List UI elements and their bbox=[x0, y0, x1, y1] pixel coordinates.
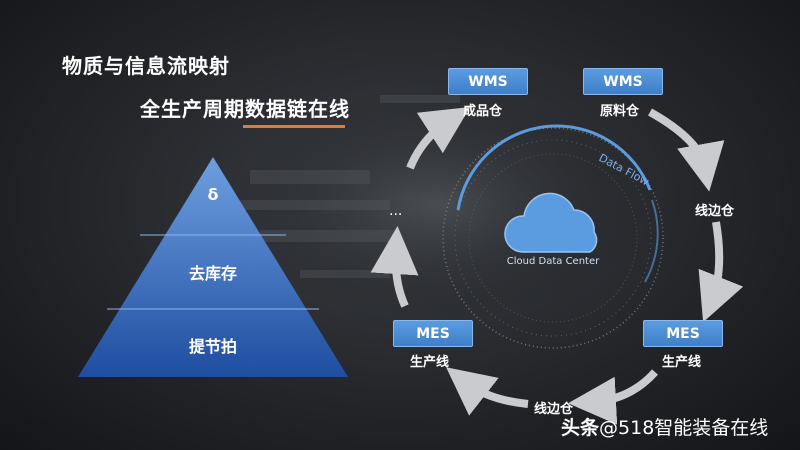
data-flow-arc-lower bbox=[644, 199, 659, 283]
data-flow-label: Data Flow bbox=[597, 151, 652, 188]
pyramid-shape bbox=[78, 157, 348, 377]
data-ring-inner bbox=[468, 153, 638, 323]
watermark-text: @518智能装备在线 bbox=[599, 417, 769, 439]
data-flow-arc bbox=[456, 124, 652, 211]
mes-right-badge: MES bbox=[643, 320, 723, 347]
arrow-lineside-to-mes-left bbox=[446, 367, 529, 416]
data-ring-mid bbox=[454, 139, 652, 337]
pyramid-level-middle: 去库存 bbox=[188, 264, 238, 283]
mes-left-badge: MES bbox=[393, 320, 473, 347]
mes-left-label: 生产线 bbox=[410, 355, 450, 370]
cloud-icon bbox=[504, 192, 598, 253]
wms-raw-label: 原料仓 bbox=[600, 104, 640, 119]
watermark-prefix: 头条 bbox=[561, 417, 600, 439]
mes-right-label: 生产线 bbox=[662, 355, 702, 370]
arrow-lineside-to-mes bbox=[698, 221, 744, 323]
heading-underline bbox=[243, 125, 345, 128]
heading-primary: 物质与信息流映射 bbox=[62, 54, 230, 78]
wms-finished-label: 成品仓 bbox=[463, 104, 503, 119]
data-ring-outer bbox=[442, 127, 664, 349]
pyramid-level-top: δ bbox=[207, 185, 219, 204]
arrow-raw-to-lineside bbox=[648, 108, 725, 192]
line-side-warehouse-right-label: 线边仓 bbox=[695, 204, 735, 219]
wms-finished-badge: WMS bbox=[448, 68, 528, 95]
cloud-data-center-label: Cloud Data Center bbox=[507, 256, 600, 267]
arrow-mes-to-ellipsis bbox=[370, 226, 419, 308]
line-side-warehouse-bottom-label: 线边仓 bbox=[534, 402, 574, 417]
pyramid-diagram: δ 去库存 提节拍 bbox=[78, 157, 348, 377]
wms-raw-badge: WMS bbox=[583, 68, 663, 95]
heading-secondary: 全生产周期数据链在线 bbox=[140, 97, 350, 121]
arrow-to-finished bbox=[406, 107, 471, 170]
ellipsis-label: ... bbox=[389, 203, 402, 219]
arrow-mes-to-lineside bbox=[568, 369, 658, 425]
pyramid-level-bottom: 提节拍 bbox=[188, 337, 238, 356]
watermark: 头条@518智能装备在线 bbox=[561, 413, 768, 440]
